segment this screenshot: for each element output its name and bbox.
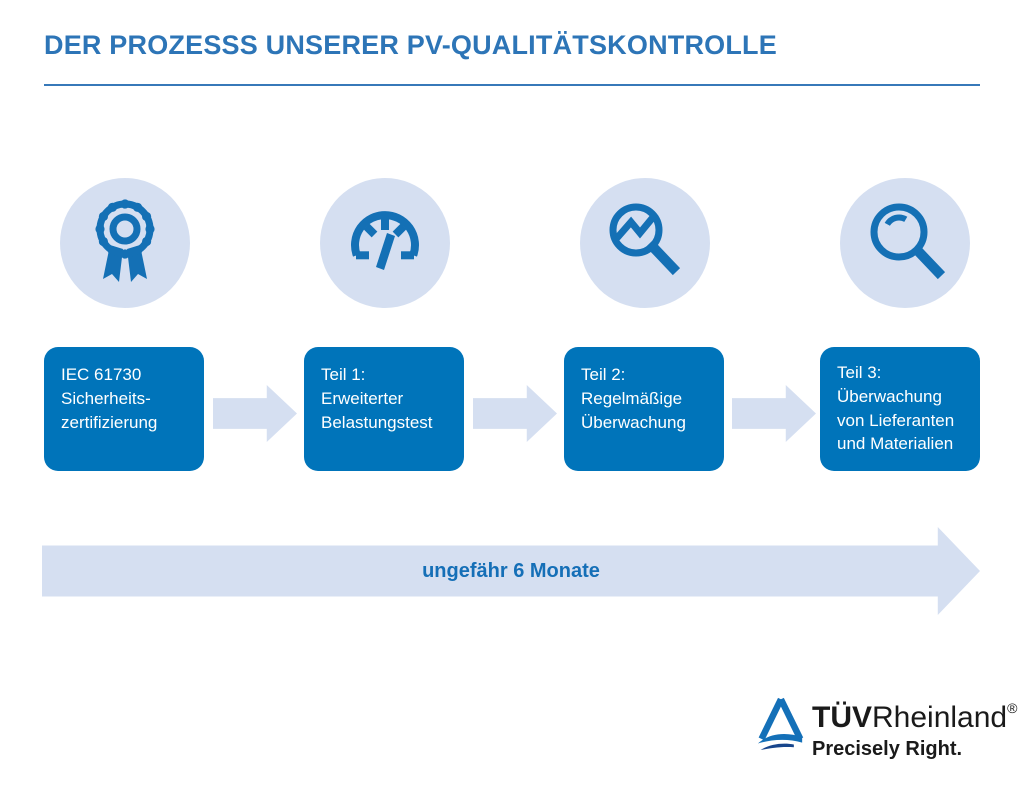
tuv-triangle-icon: [757, 697, 804, 750]
step4-icon-circle: [840, 178, 970, 308]
brand-tuv: TÜV: [812, 701, 872, 734]
title-divider: [44, 84, 980, 86]
step2-icon-circle: [320, 178, 450, 308]
flow-arrow-2: [473, 385, 557, 442]
step4-label: Teil 3: Überwachung von Lieferanten und …: [837, 363, 955, 454]
brand-wordmark: TÜVRheinland®: [812, 700, 1017, 735]
step3-box: Teil 2: Regelmäßige Überwachung: [564, 347, 724, 471]
step3-label: Teil 2: Regelmäßige Überwachung: [581, 365, 686, 432]
step2-label: Teil 1: Erweiterter Belastungstest: [321, 365, 433, 432]
tuv-rheinland-logo: TÜVRheinland® Precisely Right.: [756, 692, 1017, 772]
step1-label: IEC 61730 Sicherheits- zertifizierung: [61, 365, 158, 432]
magnifier-chart-icon: [609, 203, 681, 276]
step1-box: IEC 61730 Sicherheits- zertifizierung: [44, 347, 204, 471]
step3-icon-circle: [580, 178, 710, 308]
flow-arrow-1: [213, 385, 297, 442]
page-title: DER PROZESSS UNSERER PV-QUALITÄTSKONTROL…: [44, 30, 777, 60]
step2-box: Teil 1: Erweiterter Belastungstest: [304, 347, 464, 471]
step1-icon-circle: [60, 178, 190, 308]
brand-tagline: Precisely Right.: [812, 738, 963, 760]
magnifier-icon: [870, 203, 946, 280]
step4-box: Teil 3: Überwachung von Lieferanten und …: [820, 347, 980, 471]
award-ribbon-icon: [95, 199, 155, 282]
timeline-label: ungefähr 6 Monate: [422, 559, 600, 582]
timeline-arrow: ungefähr 6 Monate: [42, 527, 980, 615]
gauge-icon: [351, 211, 419, 270]
flow-arrow-3: [732, 385, 816, 442]
registered-trademark: ®: [1007, 700, 1018, 716]
brand-rheinland: Rheinland: [872, 701, 1008, 734]
